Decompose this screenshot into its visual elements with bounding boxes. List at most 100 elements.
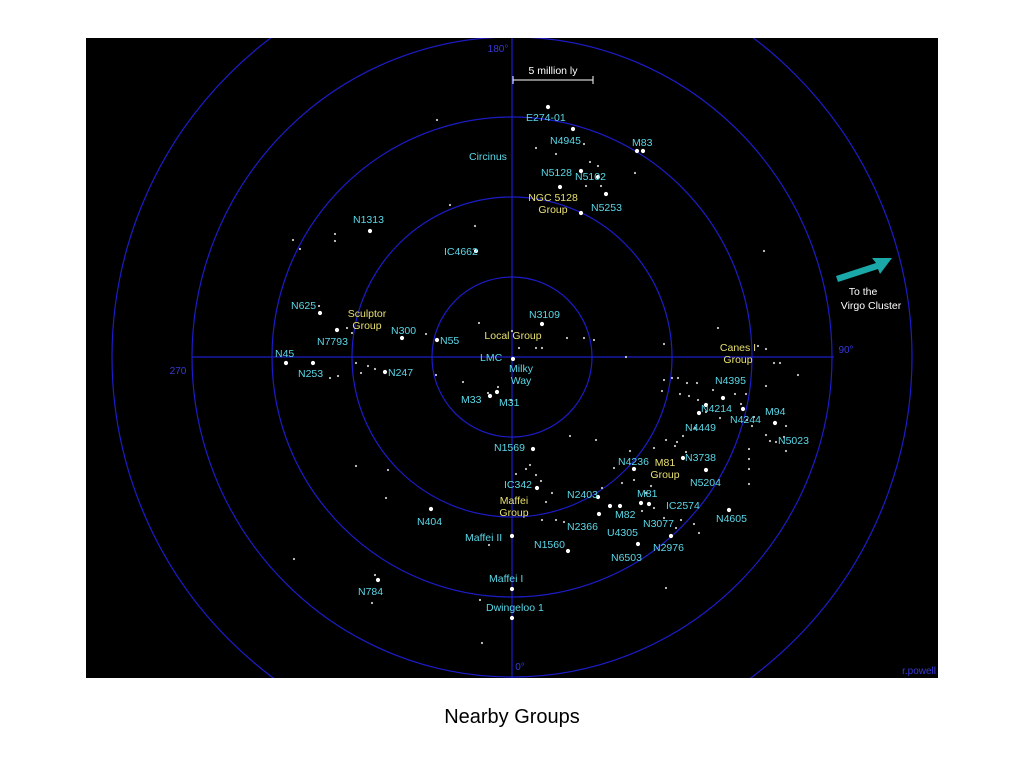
galaxy-dot	[399, 335, 405, 341]
background-galaxy-dot	[384, 496, 388, 500]
galaxy-dot	[367, 228, 373, 234]
background-galaxy-dot	[582, 142, 586, 146]
galaxy-dot	[595, 174, 601, 180]
background-galaxy-dot	[644, 491, 648, 495]
galaxy-dot	[545, 104, 551, 110]
galaxy-label-ic4662: IC4662	[444, 246, 478, 258]
galaxy-dot	[434, 337, 440, 343]
background-galaxy-dot	[544, 500, 548, 504]
galaxy-dot	[668, 533, 674, 539]
galaxy-dot	[595, 494, 601, 500]
background-galaxy-dot	[354, 464, 358, 468]
background-galaxy-dot	[620, 481, 624, 485]
galaxy-dot	[317, 310, 323, 316]
background-galaxy-dot	[640, 509, 644, 513]
background-galaxy-dot	[660, 389, 664, 393]
galaxy-dot	[640, 148, 646, 154]
group-label-maffei-line2: Group	[499, 507, 528, 519]
galaxy-dot	[635, 541, 641, 547]
galaxy-label-n3109: N3109	[529, 309, 560, 321]
galaxy-label-m81: M81	[637, 488, 658, 500]
background-galaxy-dot	[509, 398, 513, 402]
background-galaxy-dot	[478, 598, 482, 602]
background-galaxy-dot	[354, 361, 358, 365]
galaxy-label-n625: N625	[291, 300, 316, 312]
galaxy-label-n1313: N1313	[353, 214, 384, 226]
background-galaxy-dot	[350, 331, 354, 335]
galaxy-dot	[509, 615, 515, 621]
background-galaxy-dot	[745, 418, 749, 422]
galaxy-dots	[283, 104, 800, 645]
galaxy-label-maffei1: Maffei I	[489, 573, 523, 585]
background-galaxy-dot	[716, 326, 720, 330]
galaxy-dot	[646, 501, 652, 507]
background-galaxy-dot	[328, 376, 332, 380]
background-galaxy-dot	[424, 332, 428, 336]
group-label-ngc5128: NGC 5128	[528, 192, 578, 204]
background-galaxy-dot	[772, 361, 776, 365]
galaxy-label-n2403: N2403	[567, 489, 598, 501]
galaxy-label-n5128: N5128	[541, 167, 572, 179]
milky-way-label-line2: Way	[511, 375, 532, 387]
galaxy-dot	[617, 503, 623, 509]
background-galaxy-dot	[333, 232, 337, 236]
galaxy-dot	[703, 467, 709, 473]
galaxy-label-u4305: U4305	[607, 527, 638, 539]
galaxy-label-n247: N247	[388, 367, 413, 379]
background-galaxy-dot	[534, 146, 538, 150]
background-galaxy-dot	[568, 434, 572, 438]
galaxy-label-n2366: N2366	[567, 521, 598, 533]
arrow-icon	[836, 258, 892, 282]
group-label-maffei: Maffei	[500, 495, 528, 507]
background-galaxy-dot	[554, 152, 558, 156]
galaxy-dot	[494, 389, 500, 395]
background-galaxy-dot	[594, 438, 598, 442]
background-galaxy-dot	[739, 402, 743, 406]
background-galaxy-dot	[676, 376, 680, 380]
background-galaxy-dot	[696, 398, 700, 402]
background-galaxy-dot	[524, 467, 528, 471]
galaxy-label-n6503: N6503	[611, 552, 642, 564]
galaxy-dot	[638, 500, 644, 506]
background-galaxy-dot	[764, 384, 768, 388]
background-galaxy-dot	[747, 467, 751, 471]
background-galaxy-dot	[681, 434, 685, 438]
galaxy-dot	[603, 191, 609, 197]
galaxy-dot	[557, 184, 563, 190]
background-galaxy-dot	[784, 449, 788, 453]
galaxy-label-n4395: N4395	[715, 375, 746, 387]
background-galaxy-dot	[674, 526, 678, 530]
background-galaxy-dot	[359, 371, 363, 375]
background-galaxy-dot	[291, 238, 295, 242]
galaxy-dot	[310, 360, 316, 366]
galaxy-dot	[570, 126, 576, 132]
galaxy-dot	[578, 210, 584, 216]
galaxy-dot	[334, 327, 340, 333]
galaxy-label-n784: N784	[358, 586, 383, 598]
galaxy-dot	[530, 446, 536, 452]
background-galaxy-dot	[596, 164, 600, 168]
background-galaxy-dot	[540, 518, 544, 522]
background-galaxy-dot	[480, 641, 484, 645]
background-galaxy-dot	[718, 416, 722, 420]
galaxy-dot	[473, 248, 479, 254]
background-galaxy-dot	[612, 466, 616, 470]
background-galaxy-dot	[768, 439, 772, 443]
background-galaxy-dot	[673, 444, 677, 448]
background-galaxy-dot	[473, 224, 477, 228]
background-galaxy-dot	[600, 486, 604, 490]
galaxy-dot	[726, 507, 732, 513]
background-galaxy-dot	[592, 338, 596, 342]
galaxy-label-n5204: N5204	[690, 477, 721, 489]
background-galaxy-dot	[582, 336, 586, 340]
background-galaxy-dot	[496, 385, 500, 389]
galaxy-dot	[283, 360, 289, 366]
galaxy-dot	[740, 406, 746, 412]
background-galaxy-dot	[662, 378, 666, 382]
background-galaxy-dot	[554, 518, 558, 522]
galaxy-label-n300: N300	[391, 325, 416, 337]
background-galaxy-dot	[764, 433, 768, 437]
galaxy-label-n404: N404	[417, 516, 442, 528]
